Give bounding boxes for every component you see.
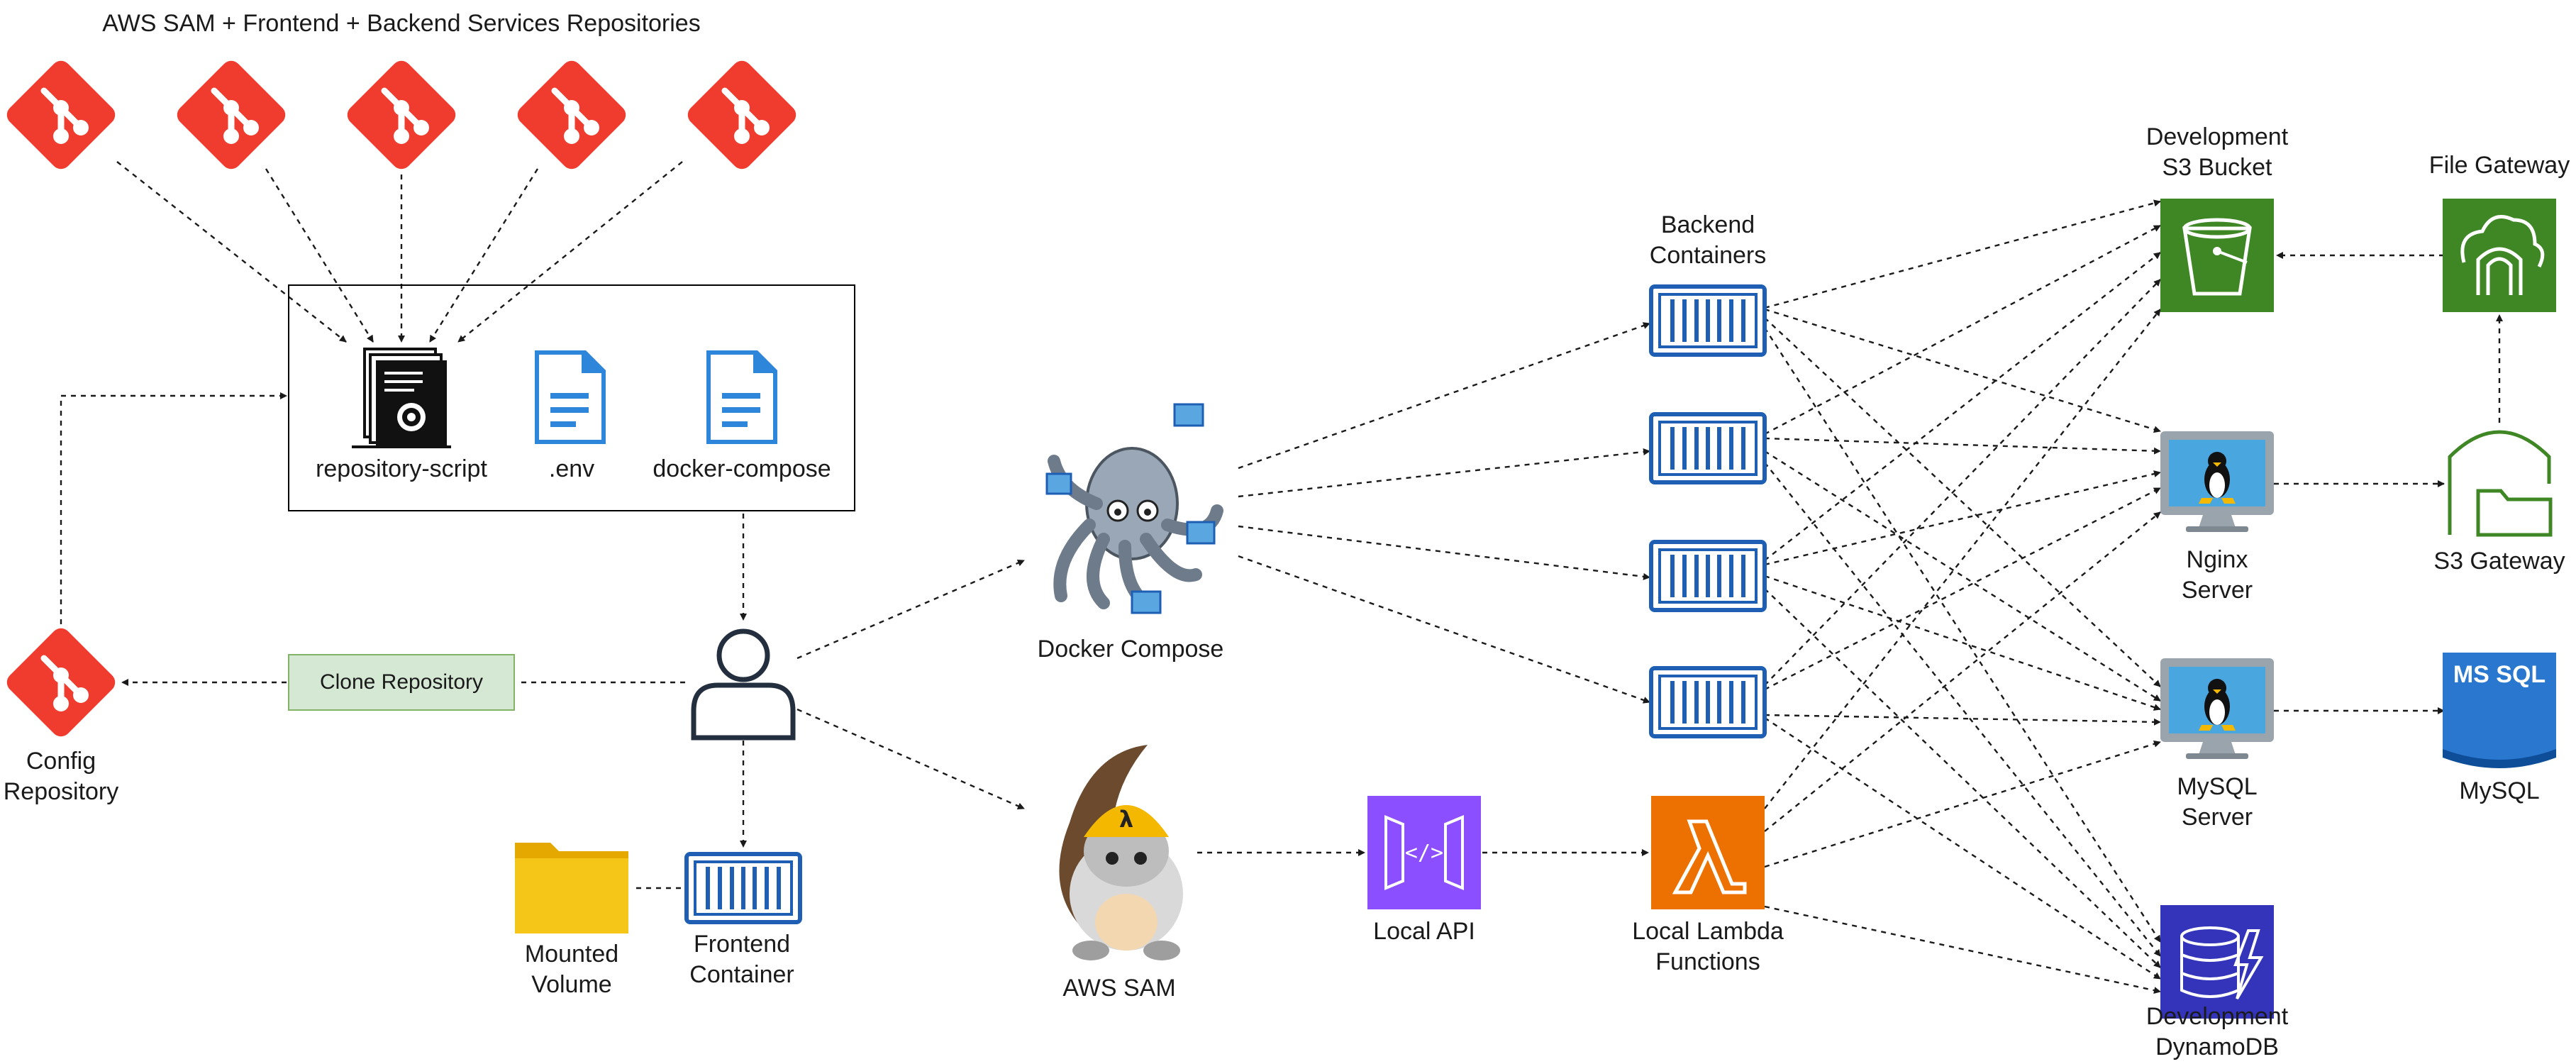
git-icon bbox=[684, 57, 800, 173]
git-icon bbox=[173, 57, 289, 173]
svg-text:λ: λ bbox=[1119, 806, 1133, 833]
repository-script-label: repository-script bbox=[316, 455, 487, 482]
backend-container-icon bbox=[1651, 542, 1765, 610]
mounted-volume-label: Mounted Volume bbox=[524, 941, 619, 998]
bucket-icon bbox=[2160, 199, 2274, 312]
cloud-gateway-icon bbox=[2443, 199, 2556, 312]
folder-icon bbox=[515, 843, 628, 933]
local-api-label: Local API bbox=[1373, 918, 1475, 945]
frontend-container-label: Frontend Container bbox=[689, 931, 794, 988]
script-gear-icon bbox=[352, 348, 451, 448]
git-icon bbox=[343, 57, 460, 173]
s3-bucket-label: Development S3 Bucket bbox=[2145, 123, 2289, 181]
aws-sam-label: AWS SAM bbox=[1062, 975, 1176, 1002]
config-repository-label: Config Repository bbox=[3, 748, 119, 805]
repository-script-box bbox=[288, 284, 855, 511]
dynamodb-label: Development DynamoDB bbox=[2145, 1003, 2289, 1060]
folder-gateway-icon bbox=[2448, 430, 2553, 537]
nginx-server-label: Nginx Server bbox=[2181, 546, 2253, 604]
octopus-icon bbox=[1045, 403, 1223, 614]
squirrel-icon: λ bbox=[1059, 745, 1183, 960]
ms-sql-icon: MS SQL bbox=[2443, 653, 2556, 768]
api-gateway-icon: </> bbox=[1367, 796, 1481, 909]
nginx-server-icon bbox=[2160, 431, 2274, 532]
docker-compose-label: Docker Compose bbox=[1037, 636, 1224, 663]
docker-compose-file-label: docker-compose bbox=[653, 455, 831, 482]
s3-gateway-label: S3 Gateway bbox=[2433, 548, 2565, 575]
dynamodb-icon bbox=[2160, 905, 2274, 1019]
git-icon bbox=[3, 57, 119, 173]
git-icon bbox=[513, 57, 630, 173]
ms-sql-badge: MS SQL bbox=[2453, 661, 2546, 688]
mysql-server-icon bbox=[2160, 658, 2274, 759]
clone-repository-label[interactable]: Clone Repository bbox=[288, 654, 515, 711]
backend-container-icon bbox=[1651, 414, 1765, 482]
env-label: .env bbox=[548, 455, 595, 482]
file-gateway-label: File Gateway bbox=[2428, 152, 2570, 179]
config-git-icon bbox=[3, 624, 119, 741]
user-icon bbox=[694, 631, 793, 738]
backend-containers-label: Backend Containers bbox=[1649, 211, 1767, 269]
backend-container-icon bbox=[1651, 668, 1765, 736]
mysql-label: MySQL bbox=[2459, 777, 2540, 804]
frontend-container-icon bbox=[687, 854, 800, 922]
connectors bbox=[60, 161, 2503, 994]
diagram-title: AWS SAM + Frontend + Backend Services Re… bbox=[102, 10, 701, 37]
backend-container-icon bbox=[1651, 287, 1765, 355]
lambda-icon bbox=[1651, 796, 1765, 909]
local-lambda-label: Local Lambda Functions bbox=[1632, 918, 1784, 975]
mysql-server-label: MySQL Server bbox=[2177, 773, 2258, 831]
svg-text:</>: </> bbox=[1405, 841, 1443, 865]
